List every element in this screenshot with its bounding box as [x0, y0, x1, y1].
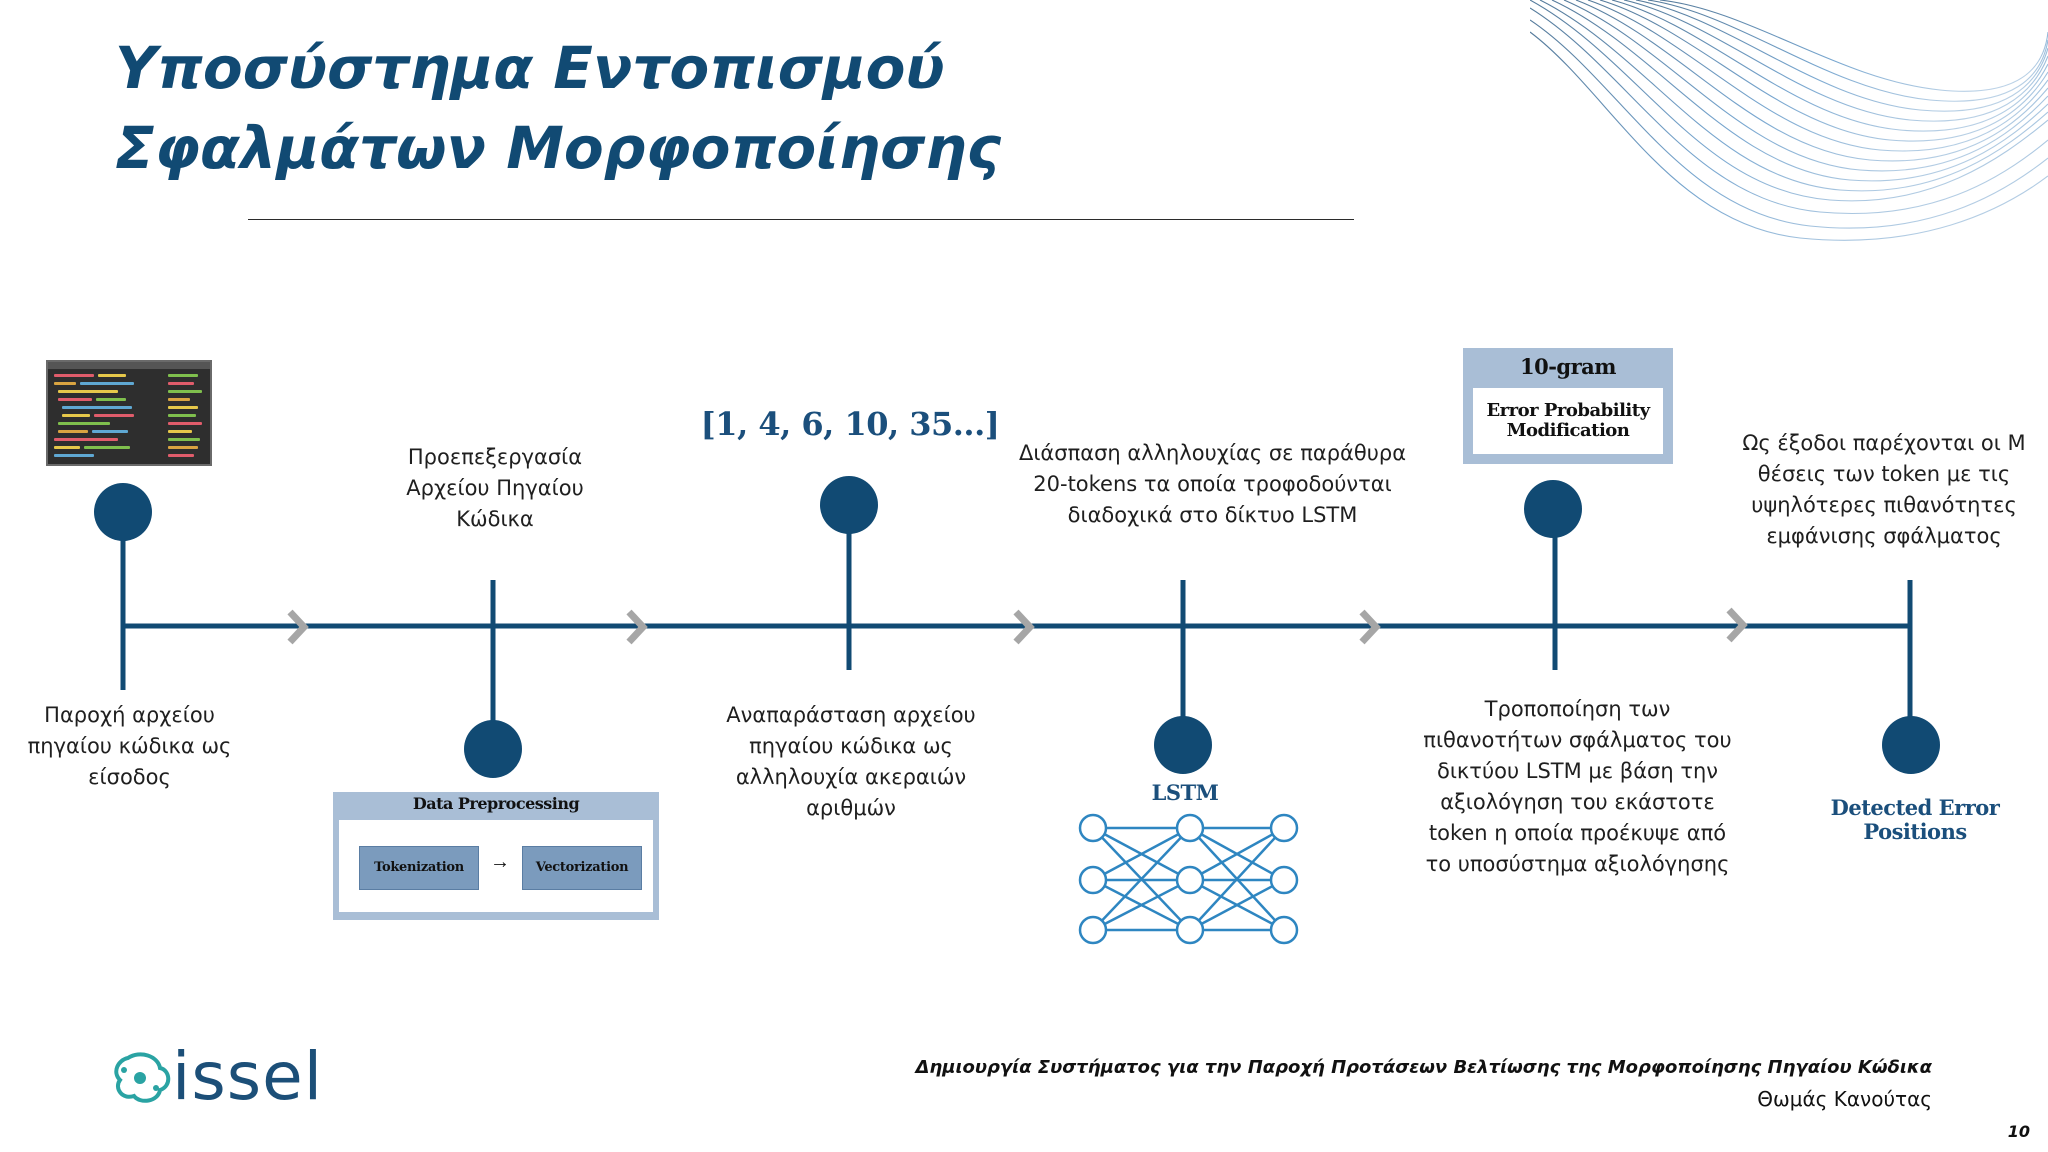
ngram-box: 10-gram Error Probability Modification: [1463, 348, 1673, 464]
tokenization-chip: Tokenization: [359, 846, 479, 890]
node-modification: [1524, 480, 1582, 538]
data-preprocessing-inner: Tokenization → Vectorization: [339, 820, 653, 912]
vectorization-chip: Vectorization: [522, 846, 642, 890]
step-output-text: Ως έξοδοι παρέχονται οι M θέσεις των tok…: [1742, 431, 2026, 548]
chevron-1: [287, 609, 309, 645]
step-modification-text: Τροποποίηση των πιθανοτήτων σφάλματος το…: [1423, 697, 1732, 876]
data-preprocessing-box: Data Preprocessing Tokenization → Vector…: [333, 792, 659, 920]
slide-title: Υποσύστημα Εντοπισμού Σφαλμάτων Μορφοποί…: [115, 34, 1001, 182]
node-preprocessing: [464, 720, 522, 778]
node-representation: [820, 476, 878, 534]
node-input: [94, 483, 152, 541]
chevron-5: [1726, 607, 1748, 643]
step-windowing-text: Διάσπαση αλληλουχίας σε παράθυρα 20-toke…: [1018, 441, 1407, 527]
ngram-title: 10-gram: [1519, 354, 1617, 379]
arrow-right-icon: →: [490, 851, 510, 873]
step-input-text: Παροχή αρχείου πηγαίου κώδικα ως είσοδος: [27, 703, 232, 789]
source-code-screenshot: [46, 360, 212, 466]
decorative-wave: [1530, 0, 2048, 241]
issel-logo-text: issel: [172, 1038, 324, 1115]
issel-logo-icon: [114, 1052, 171, 1103]
author-name: Θωμάς Κανούτας: [1757, 1087, 1932, 1111]
neural-network-icon: [1078, 813, 1299, 945]
chevron-3: [1013, 609, 1035, 645]
detected-error-positions-label: Detected Error Positions: [1830, 795, 2000, 844]
lstm-label: LSTM: [1151, 780, 1219, 805]
data-preprocessing-title: Data Preprocessing: [412, 794, 580, 813]
step-preprocessing-text: Προεπεξεργασία Αρχείου Πηγαίου Κώδικα: [406, 445, 584, 531]
page-number: 10: [2007, 1122, 2030, 1141]
integer-sequence: [1, 4, 6, 10, 35...]: [700, 405, 1000, 443]
node-output: [1882, 716, 1940, 774]
title-underline: [248, 219, 1354, 220]
thesis-title: Δημιουργία Συστήματος για την Παροχή Προ…: [915, 1057, 1932, 1078]
error-probability-modification: Error Probability Modification: [1473, 388, 1663, 454]
node-windowing: [1154, 716, 1212, 774]
chevron-2: [626, 609, 648, 645]
chevron-4: [1359, 609, 1381, 645]
step-representation-text: Αναπαράσταση αρχείου πηγαίου κώδικα ως α…: [726, 703, 976, 820]
